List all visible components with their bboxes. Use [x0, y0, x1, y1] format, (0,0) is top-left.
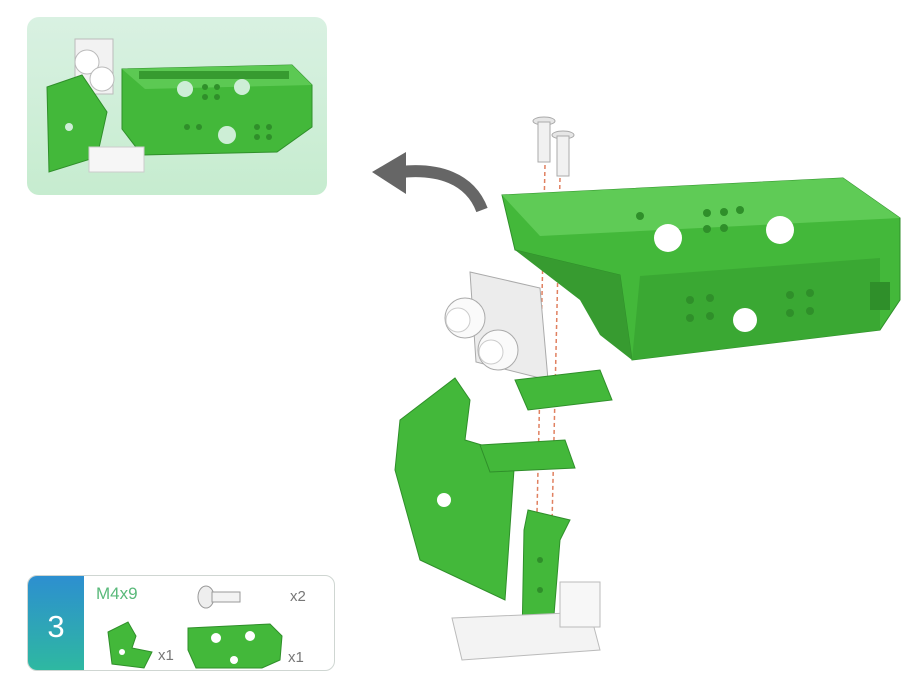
- screw-quantity: x2: [290, 588, 306, 605]
- direction-arrow-icon: [372, 152, 488, 213]
- bracket-quantity: x1: [158, 647, 174, 664]
- step-tab: 3: [28, 576, 84, 670]
- green-l-bracket-2: [479, 439, 576, 473]
- screw-icon: [532, 116, 575, 177]
- step-number: 3: [47, 609, 65, 644]
- plate-quantity: x1: [288, 649, 304, 666]
- base-block: [451, 581, 601, 661]
- green-plate-icon: [187, 623, 283, 669]
- assembled-preview: [46, 38, 313, 173]
- screw-icon: [197, 585, 241, 609]
- green-bracket-icon: [107, 621, 153, 669]
- green-front-bracket: [394, 377, 516, 601]
- ultrasonic-sensor: [444, 271, 549, 381]
- parts-list: 3 M4x9 x2 x1 x1: [27, 575, 335, 671]
- green-l-bracket: [514, 369, 613, 411]
- screw-spec-label: M4x9: [96, 584, 138, 603]
- green-chassis-plate: [501, 177, 901, 361]
- assembled-preview-inset: [27, 17, 327, 195]
